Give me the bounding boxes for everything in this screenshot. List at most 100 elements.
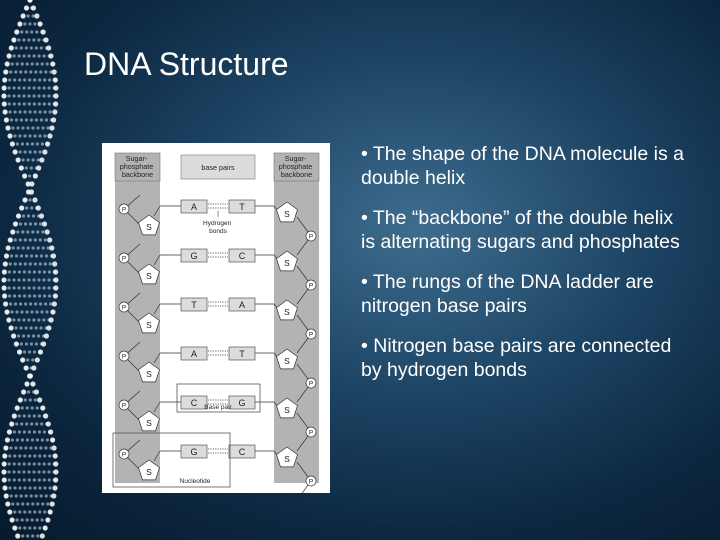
helix-dot <box>8 78 12 82</box>
helix-dot <box>12 94 16 98</box>
helix-strand-dot <box>51 117 57 123</box>
helix-strand-dot <box>49 245 55 251</box>
helix-strand-dot <box>2 109 8 115</box>
helix-dot <box>32 270 37 274</box>
helix-dot <box>39 70 43 74</box>
helix-strand-dot <box>37 349 44 355</box>
helix-dot <box>37 270 42 274</box>
phosphate-right <box>305 230 317 242</box>
helix-dot <box>19 326 23 330</box>
helix-dot <box>37 470 41 474</box>
helix-dot <box>21 246 25 250</box>
helix-dot <box>47 462 51 466</box>
helix-strand-dot <box>50 309 56 315</box>
helix-strand-dot <box>1 477 7 483</box>
helix-dot <box>23 222 28 226</box>
helix-dot <box>43 294 47 298</box>
helix-dot <box>22 278 26 282</box>
helix-dot <box>25 422 29 426</box>
helix-dot <box>44 70 48 74</box>
helix-strand-dot <box>40 405 46 411</box>
helix-dot <box>46 126 50 130</box>
sugar-left-label: S <box>146 369 152 379</box>
sugar-left-label: S <box>146 222 152 232</box>
helix-strand-dot <box>32 197 38 203</box>
helix-dot <box>22 470 26 474</box>
helix-dot <box>27 470 31 474</box>
helix-strand-dot <box>51 69 57 75</box>
helix-dot <box>26 230 30 234</box>
helix-strand-dot <box>3 445 9 451</box>
helix-dot <box>32 470 36 474</box>
sugar-right <box>276 250 298 272</box>
helix-strand-dot <box>44 229 50 235</box>
helix-dot <box>47 102 51 106</box>
helix-dot <box>31 14 35 18</box>
base-pair-highlight <box>176 383 261 413</box>
helix-dot <box>19 494 23 498</box>
helix-dot <box>39 46 43 50</box>
helix-strand-dot <box>45 517 51 523</box>
helix-dot <box>48 78 52 82</box>
helix-dot <box>37 102 41 106</box>
helix-dot <box>30 422 34 426</box>
base-right-label: T <box>239 349 245 359</box>
helix-dot <box>13 454 17 458</box>
sugar-left-label: S <box>146 271 152 281</box>
helix-dot <box>24 70 28 74</box>
helix-dot <box>8 294 12 298</box>
helix-dot <box>27 478 31 482</box>
helix-dot <box>23 510 27 514</box>
helix-dot <box>17 414 21 418</box>
helix-strand-dot <box>3 253 10 259</box>
phosphate-left <box>118 203 130 215</box>
helix-dot <box>44 494 48 498</box>
helix-dot <box>40 422 44 426</box>
helix-dot <box>37 318 41 322</box>
helix-dot <box>41 502 45 506</box>
phosphate-right <box>305 377 317 389</box>
helix-dot <box>37 86 41 90</box>
helix-dot <box>44 254 49 258</box>
helix-dot <box>16 246 20 250</box>
base-right-label: C <box>239 447 246 457</box>
helix-dot <box>32 350 37 354</box>
helix-strand-dot <box>7 237 13 243</box>
helix-dot <box>23 238 27 242</box>
helix-dot <box>14 494 18 498</box>
helix-dot <box>33 526 37 530</box>
phosphate-left-label: P <box>122 452 126 459</box>
sugar-right-label: S <box>284 454 290 464</box>
helix-dot <box>30 310 34 314</box>
helix-dot <box>35 406 39 410</box>
helix-dot <box>7 270 11 274</box>
helix-strand-dot <box>12 221 19 227</box>
helix-dot <box>11 246 15 250</box>
helix-dot <box>24 118 28 122</box>
helix-dot <box>20 438 24 442</box>
helix-dot <box>18 510 22 514</box>
helix-dot <box>42 86 46 90</box>
base-right <box>228 444 256 459</box>
helix-dot <box>39 254 44 258</box>
helix-dot <box>13 134 17 138</box>
sugar-left <box>138 312 160 334</box>
phosphate-right <box>305 426 317 438</box>
helix-dot <box>22 102 26 106</box>
helix-strand-dot <box>27 0 33 3</box>
helix-dot <box>22 414 26 418</box>
helix-strand-dot <box>1 469 7 475</box>
helix-dot <box>12 86 16 90</box>
helix-dot <box>30 142 34 146</box>
helix-dot <box>19 342 23 346</box>
helix-dot <box>49 302 53 306</box>
helix-dot <box>26 14 30 18</box>
helix-strand-dot <box>17 397 23 403</box>
helix-dot <box>17 334 21 338</box>
helix-dot <box>34 446 38 450</box>
helix-dot <box>29 326 33 330</box>
helix-strand-dot <box>47 237 53 243</box>
helix-dot <box>39 118 44 122</box>
sugar-right <box>276 446 298 468</box>
helix-dot <box>17 38 21 42</box>
